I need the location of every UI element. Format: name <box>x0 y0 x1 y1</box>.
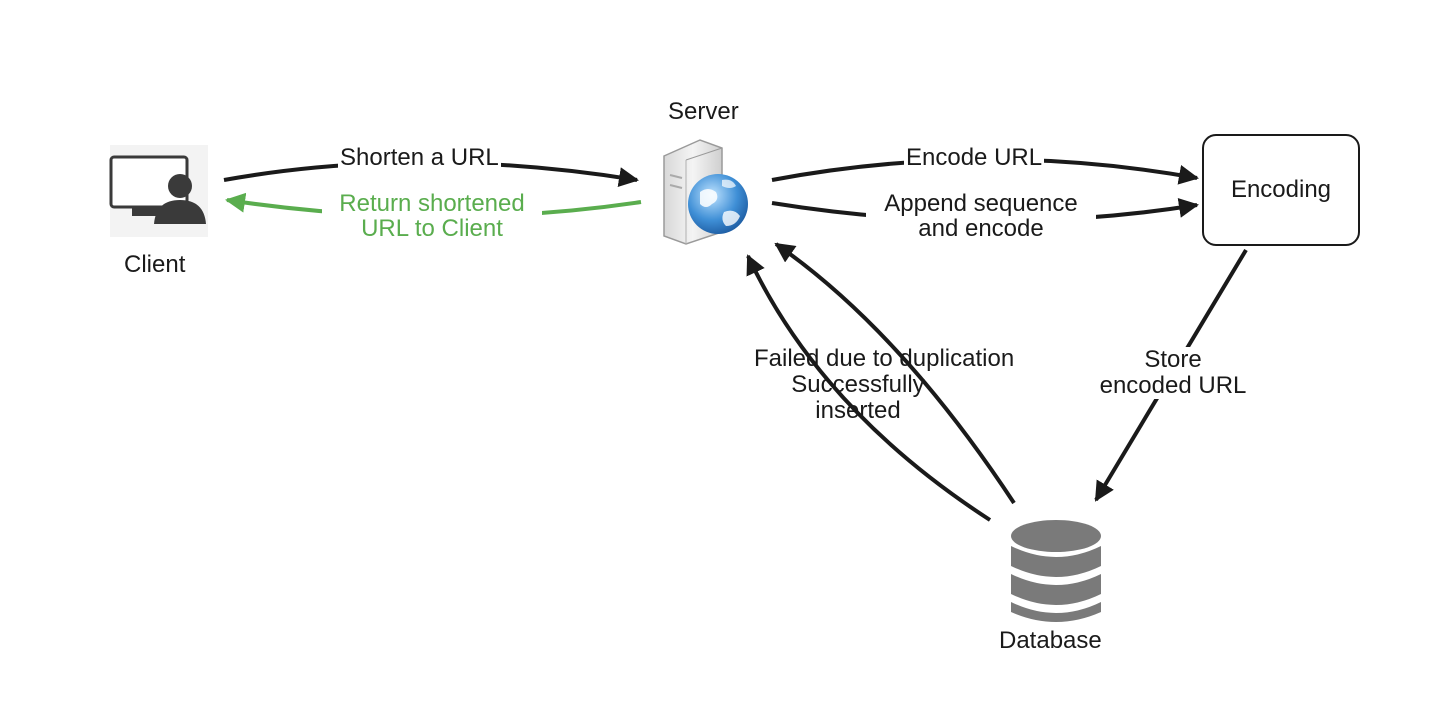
append-label-line2: and encode <box>918 215 1044 242</box>
encode-url-label: Encode URL <box>904 144 1045 171</box>
arrow-failed-duplication <box>774 242 1016 505</box>
database-cylinder-icon <box>1011 520 1101 622</box>
client-label: Client <box>124 251 186 278</box>
encoding-node: Encoding <box>1202 134 1360 246</box>
store-label-line2: encoded URL <box>1099 372 1247 399</box>
store-encoded-url-label: Store encoded URL <box>1084 347 1262 399</box>
success-label-line2: inserted <box>815 397 901 424</box>
return-label-line1: Return shortened <box>339 190 525 217</box>
failed-duplication-label: Failed due to duplication <box>754 345 1015 372</box>
database-label: Database <box>999 627 1102 654</box>
append-sequence-label: Append sequence and encode <box>866 191 1096 241</box>
server-label: Server <box>668 98 739 125</box>
successfully-inserted-label: Successfully inserted <box>774 372 942 424</box>
return-label-line2: URL to Client <box>361 215 503 242</box>
client-computer-user-icon <box>109 145 208 237</box>
success-label-line1: Successfully <box>791 371 925 398</box>
shorten-url-label: Shorten a URL <box>338 144 501 171</box>
arrow-successfully-inserted <box>746 254 992 522</box>
append-label-line1: Append sequence <box>884 190 1078 217</box>
store-label-line1: Store <box>1144 346 1202 373</box>
return-shortened-label: Return shortened URL to Client <box>322 191 542 241</box>
server-globe-icon <box>663 139 748 245</box>
encoding-label: Encoding <box>1230 176 1332 203</box>
